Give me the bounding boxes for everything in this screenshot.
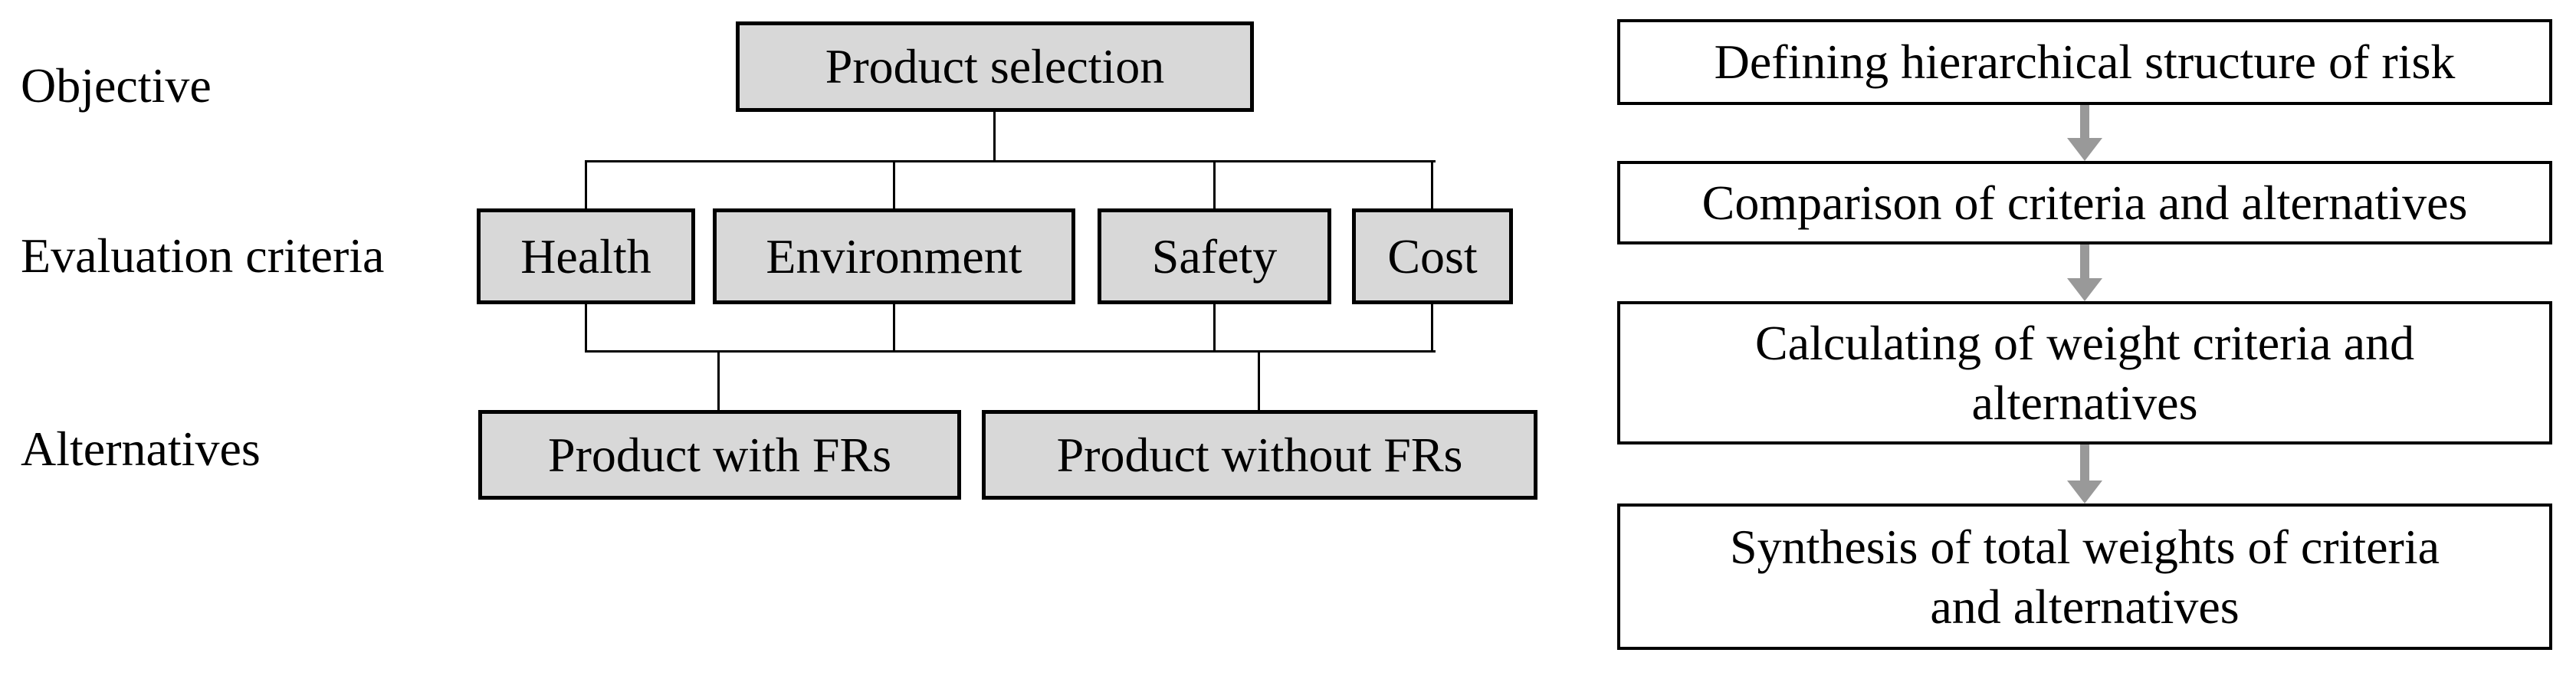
- criteria-box-health: Health: [477, 208, 695, 304]
- connector-line-alternatives-bus: [585, 350, 1436, 353]
- row-label-alternatives: Alternatives: [21, 422, 261, 476]
- objective-box-label: Product selection: [825, 39, 1165, 93]
- flow-step-4-label-line-2: and alternatives: [1930, 579, 2240, 634]
- down-arrow-head: [2067, 138, 2102, 161]
- down-arrow-head: [2067, 278, 2102, 301]
- down-arrow-stem: [2080, 105, 2089, 139]
- alternative-box-product-with-frs: Product with FRs: [478, 410, 961, 500]
- criteria-box-cost: Cost: [1352, 208, 1513, 304]
- connector-line-drop-safety: [1213, 160, 1216, 208]
- flow-step-1-label: Defining hierarchical structure of risk: [1714, 34, 2456, 89]
- flow-step-3-label-line-2: alternatives: [1971, 375, 2198, 430]
- flow-step-2-label: Comparison of criteria and alternatives: [1701, 175, 2468, 230]
- alternative-box-product-without-frs-label: Product without FRs: [1056, 427, 1463, 482]
- connector-line-drop-product-with-frs: [717, 353, 720, 410]
- down-arrow-icon: [2067, 444, 2102, 504]
- down-arrow-head: [2067, 481, 2102, 504]
- objective-box: Product selection: [736, 21, 1254, 112]
- down-arrow-icon: [2067, 105, 2102, 161]
- flow-step-2-box: Comparison of criteria and alternatives: [1617, 161, 2552, 244]
- down-arrow-stem: [2080, 444, 2089, 482]
- alternative-box-product-without-frs: Product without FRs: [982, 410, 1537, 500]
- criteria-box-cost-label: Cost: [1387, 228, 1478, 284]
- connector-line-stub-safety: [1213, 304, 1216, 353]
- alternative-box-product-with-frs-label: Product with FRs: [547, 427, 892, 482]
- connector-line-drop-product-without-frs: [1258, 353, 1260, 410]
- criteria-box-safety: Safety: [1098, 208, 1331, 304]
- down-arrow-icon: [2067, 244, 2102, 301]
- criteria-box-environment-label: Environment: [766, 228, 1022, 284]
- row-label-objective: Objective: [21, 58, 212, 113]
- connector-line-drop-environment: [893, 160, 895, 208]
- down-arrow-stem: [2080, 244, 2089, 280]
- row-label-evaluation-criteria: Evaluation criteria: [21, 228, 385, 283]
- flow-step-4-box: Synthesis of total weights of criteria a…: [1617, 504, 2552, 650]
- flow-step-1-box: Defining hierarchical structure of risk: [1617, 19, 2552, 105]
- connector-line-objective-drop: [993, 112, 996, 162]
- criteria-box-safety-label: Safety: [1151, 228, 1278, 284]
- connector-line-stub-environment: [893, 304, 895, 353]
- flow-step-3-box: Calculating of weight criteria and alter…: [1617, 301, 2552, 444]
- connector-line-stub-health: [585, 304, 587, 353]
- flow-step-3-label-line-1: Calculating of weight criteria and: [1754, 315, 2415, 370]
- connector-line-drop-cost: [1431, 160, 1433, 208]
- connector-line-criteria-bus: [585, 160, 1436, 162]
- connector-line-stub-cost: [1431, 304, 1433, 353]
- connector-line-drop-health: [585, 160, 587, 208]
- criteria-box-health-label: Health: [520, 228, 651, 284]
- criteria-box-environment: Environment: [713, 208, 1075, 304]
- flow-step-4-label-line-1: Synthesis of total weights of criteria: [1729, 519, 2440, 574]
